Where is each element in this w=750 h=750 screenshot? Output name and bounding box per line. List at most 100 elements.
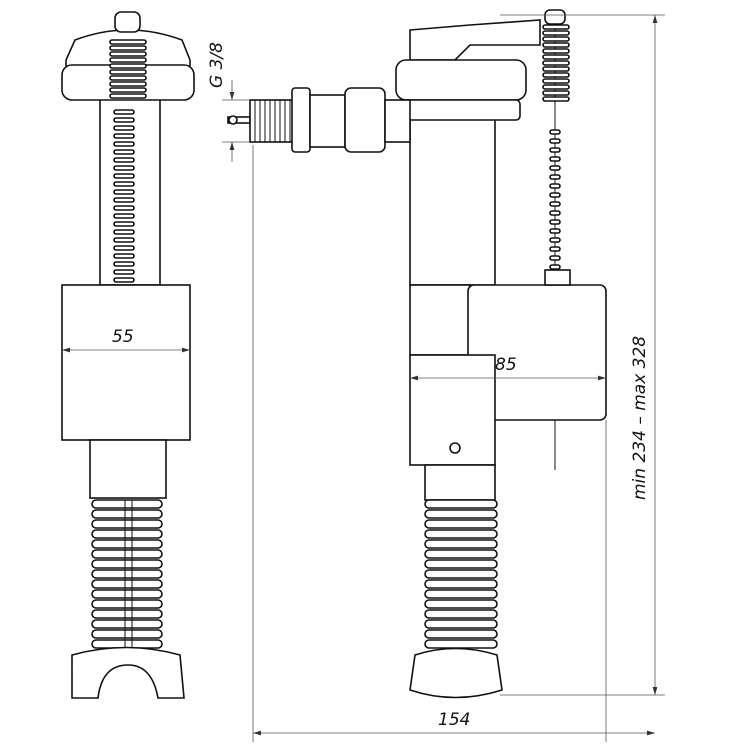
spring-coil: [109, 39, 147, 45]
right-cap-ring: [395, 59, 527, 101]
dimensions: 55 85 154 G 3/8 min 234 – max 328: [62, 14, 665, 742]
spring-coil: [109, 69, 147, 75]
spring-coil: [549, 237, 561, 243]
hose-rib: [424, 629, 498, 639]
spring-coil: [113, 269, 135, 275]
hose-rib: [424, 639, 498, 649]
right-body-upper: [409, 284, 471, 356]
hose-rib: [424, 559, 498, 569]
hose-rib: [91, 539, 163, 549]
spring-coil: [542, 66, 570, 72]
spring-coil: [542, 48, 570, 54]
spring-coil: [109, 87, 147, 93]
hose-rib: [91, 599, 163, 609]
spring-coil: [113, 117, 135, 123]
right-hose: [424, 499, 498, 649]
spring-coil: [549, 201, 561, 207]
spring-coil: [109, 45, 147, 51]
spring-coil: [542, 30, 570, 36]
spring-coil: [549, 138, 561, 144]
spring-coil: [542, 78, 570, 84]
spring-coil: [542, 96, 570, 102]
spring-coil: [549, 219, 561, 225]
hose-rib: [424, 609, 498, 619]
spring-coil: [113, 277, 135, 283]
spring-coil: [549, 156, 561, 162]
spring-coil: [113, 213, 135, 219]
spring-coil: [113, 221, 135, 227]
left-hose: [91, 499, 163, 649]
spring-coil: [113, 197, 135, 203]
spring-coil: [113, 189, 135, 195]
spring-coil: [113, 181, 135, 187]
hose-rib: [424, 529, 498, 539]
spring-coil: [113, 133, 135, 139]
label-85: 85: [495, 355, 517, 375]
spring-coil: [109, 57, 147, 63]
spring-coil: [549, 228, 561, 234]
left-foot: [71, 646, 185, 699]
hose-rib: [91, 499, 163, 509]
spring-coil: [113, 253, 135, 259]
spring-coil: [542, 54, 570, 60]
spring-coil: [113, 165, 135, 171]
left-valve: [61, 11, 195, 699]
spring-coil: [549, 174, 561, 180]
inlet-fitting: [227, 87, 411, 153]
label-height-range: min 234 – max 328: [630, 336, 650, 500]
spring-coil: [549, 129, 561, 135]
spring-coil: [542, 42, 570, 48]
hose-rib: [91, 569, 163, 579]
hose-rib: [424, 499, 498, 509]
left-float-box: [61, 284, 191, 441]
hose-rib: [424, 519, 498, 529]
right-body-lower: [409, 354, 496, 466]
hole: [449, 442, 461, 454]
hose-rib: [91, 509, 163, 519]
spring-coil: [113, 245, 135, 251]
hose-rib: [91, 629, 163, 639]
label-55: 55: [112, 327, 134, 347]
spring-coil: [113, 205, 135, 211]
spring-coil: [113, 157, 135, 163]
hose-rib: [91, 519, 163, 529]
right-foot: [409, 647, 503, 699]
spring-coil: [113, 229, 135, 235]
hose-rib: [424, 589, 498, 599]
spring-coil: [542, 90, 570, 96]
hose-rib: [424, 539, 498, 549]
spring-coil: [542, 84, 570, 90]
spring-coil: [542, 24, 570, 30]
spring-coil: [542, 72, 570, 78]
hose-rib: [424, 569, 498, 579]
spring-coil: [549, 165, 561, 171]
spring-coil: [113, 109, 135, 115]
hose-rib: [91, 549, 163, 559]
spring-coil: [113, 173, 135, 179]
spring-coil: [109, 63, 147, 69]
hose-rib: [424, 509, 498, 519]
left-lower-body: [89, 439, 167, 499]
spring-coil: [549, 246, 561, 252]
hose-rib: [91, 609, 163, 619]
spring-coil: [113, 149, 135, 155]
spring-coil: [109, 81, 147, 87]
spring-coil: [549, 147, 561, 153]
left-top-knob: [114, 11, 141, 33]
spring-coil: [113, 125, 135, 131]
right-float-box: [467, 284, 607, 421]
hose-rib: [424, 549, 498, 559]
label-154: 154: [438, 710, 470, 730]
spring-coil: [113, 237, 135, 243]
hose-rib: [424, 619, 498, 629]
hose-rib: [424, 579, 498, 589]
label-thread: G 3/8: [207, 42, 227, 88]
right-lever: [409, 19, 541, 61]
hose-rib: [91, 559, 163, 569]
spring-coil: [109, 75, 147, 81]
spring-coil: [549, 210, 561, 216]
spring-coil: [542, 36, 570, 42]
spring-coil: [549, 183, 561, 189]
